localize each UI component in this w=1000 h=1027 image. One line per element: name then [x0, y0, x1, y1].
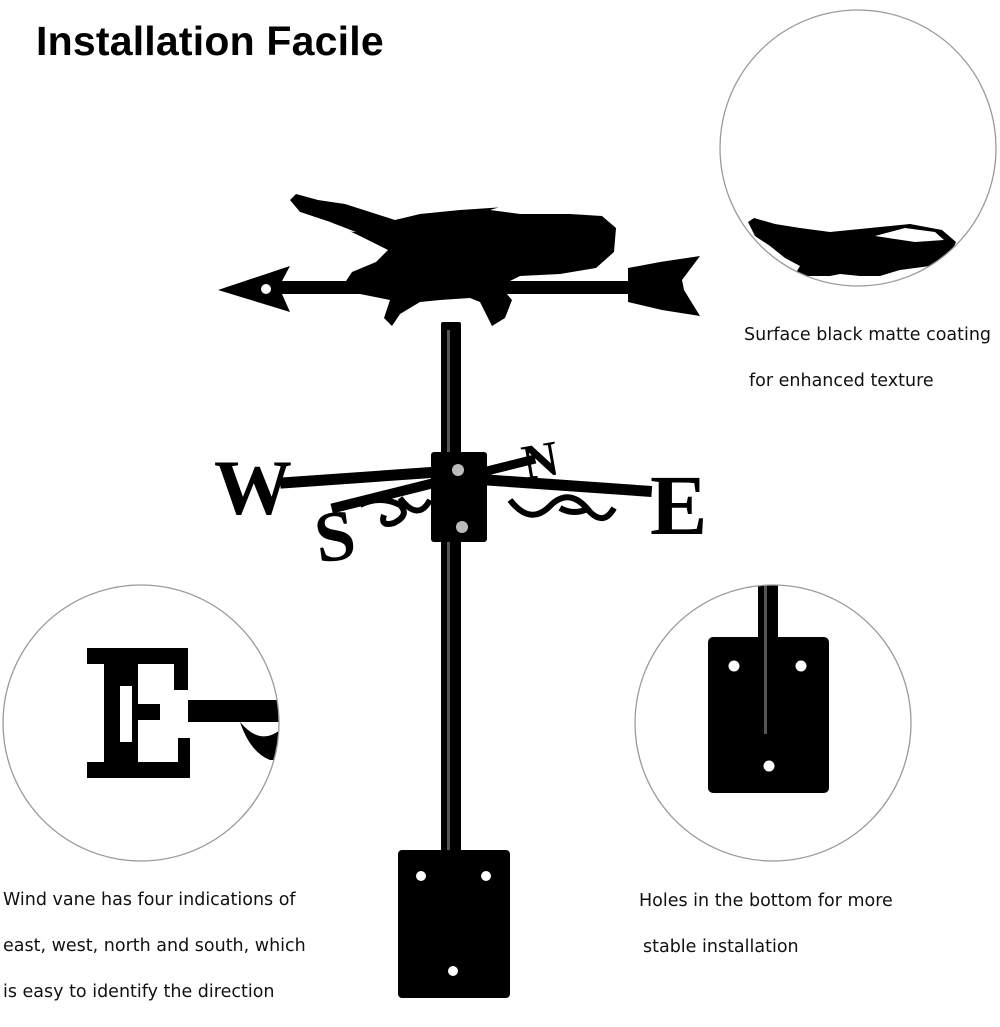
arm-north	[473, 454, 537, 479]
weathervane-illustration: W E N S	[2, 9, 997, 998]
caption-directions-line1: Wind vane has four indications of	[3, 890, 296, 910]
mounting-plate	[398, 850, 510, 998]
arm-west	[279, 466, 441, 489]
detail-circle-texture	[719, 9, 997, 287]
arrowhead-icon	[218, 266, 290, 312]
caption-holes-line1: Holes in the bottom for more	[639, 891, 893, 911]
compass-east: E	[650, 457, 707, 553]
caption-directions-line2: east, west, north and south, which	[3, 936, 306, 956]
crocodile-closeup-icon	[748, 218, 956, 282]
caption-holes-line2: stable installation	[643, 937, 799, 957]
caption-texture: Surface black matte coating for enhanced…	[744, 301, 1000, 416]
caption-directions: Wind vane has four indications of east, …	[3, 866, 333, 1027]
caption-texture-line1: Surface black matte coating	[744, 325, 992, 345]
arrow-tail-icon	[628, 256, 700, 316]
scroll-ornament-west	[358, 496, 433, 527]
mounting-plate-closeup-icon	[708, 585, 829, 793]
caption-holes: Holes in the bottom for more stable inst…	[639, 867, 939, 982]
detail-circle-holes	[634, 584, 912, 862]
crocodile-icon	[290, 194, 616, 326]
page-title: Installation Facile	[36, 18, 384, 64]
arm-south	[330, 476, 442, 514]
letter-e-closeup-icon	[87, 648, 190, 778]
weathervane: W E N S	[214, 194, 707, 998]
scroll-ornament-east	[507, 494, 617, 521]
center-bracket	[431, 452, 487, 542]
compass-west: W	[214, 444, 292, 531]
pole	[441, 322, 461, 862]
arm-east	[479, 474, 653, 497]
caption-directions-line3: is easy to identify the direction	[3, 982, 275, 1002]
detail-circle-directions	[2, 584, 280, 862]
caption-texture-line2: for enhanced texture	[749, 371, 934, 391]
